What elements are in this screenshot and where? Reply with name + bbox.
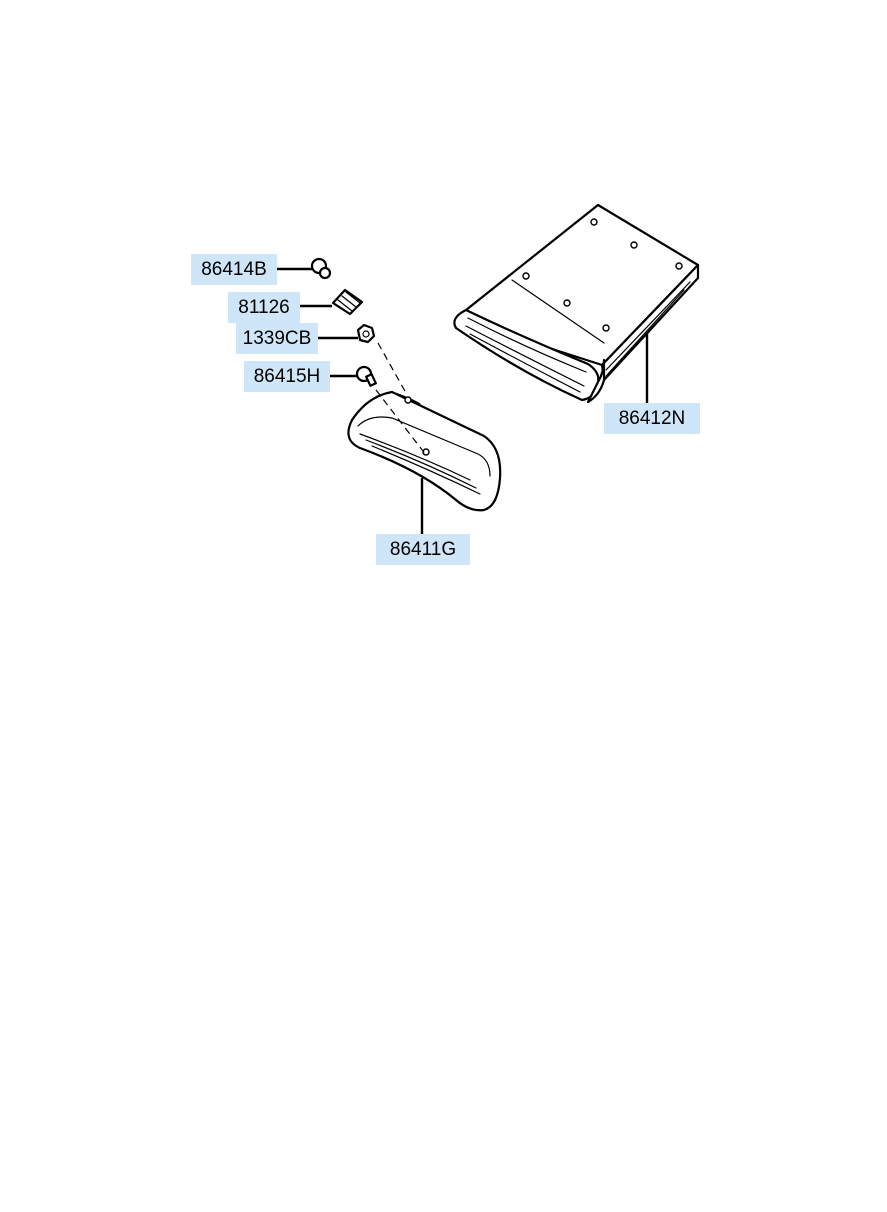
screw-drawing: [310, 257, 332, 280]
part-label-86411G[interactable]: 86411G: [376, 534, 470, 565]
assembly-line-lower: [375, 389, 427, 456]
part-label-1339CB[interactable]: 1339CB: [236, 323, 318, 354]
part-label-86414B[interactable]: 86414B: [191, 254, 277, 285]
part-label-86415H[interactable]: 86415H: [244, 361, 330, 392]
hood-scoop-cover-drawing: [347, 390, 502, 512]
clip-drawing: [331, 288, 364, 316]
assembly-line-upper: [377, 342, 407, 394]
nut-drawing: [356, 323, 376, 344]
hood-scoop-duct-drawing: [453, 203, 700, 404]
part-label-86412N[interactable]: 86412N: [604, 403, 700, 434]
bolt-drawing: [355, 365, 377, 387]
part-label-81126[interactable]: 81126: [228, 292, 300, 323]
